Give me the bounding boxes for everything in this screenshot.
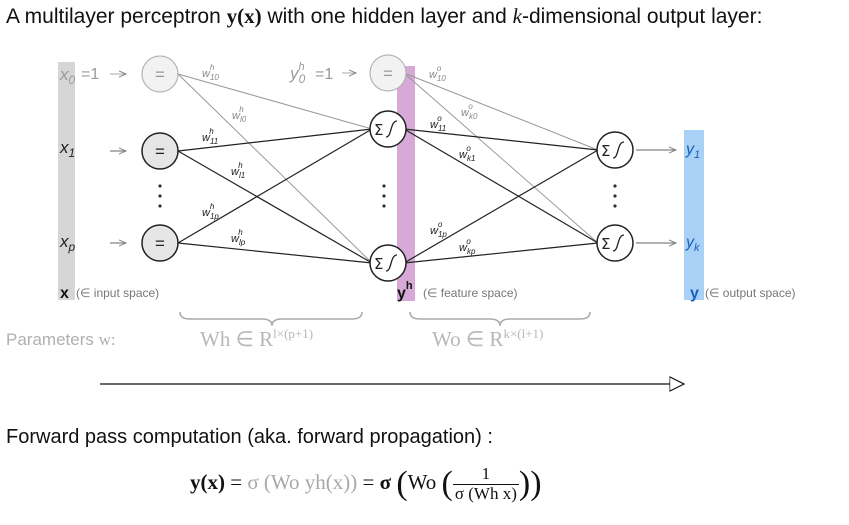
svg-text:=: = [383, 64, 393, 83]
formula-eq2: = [357, 470, 380, 494]
svg-text:Σ: Σ [601, 142, 610, 160]
hidden-weight-matrix: Wh ∈ Rl×(p+1) [200, 326, 313, 352]
output-node-k: Σ [596, 224, 634, 262]
formula-sigma: σ [379, 470, 392, 494]
svg-text:=: = [155, 142, 165, 161]
hidden-bias-node: = [369, 54, 407, 92]
title-k: k [512, 4, 522, 28]
diagram-title: A multilayer perceptron y(x) with one hi… [6, 4, 762, 29]
output-node-1: Σ [596, 131, 634, 169]
weight-w1po: w1po [430, 220, 447, 239]
hidden-weights-brace [179, 311, 363, 327]
mlp-diagram: = = = = Σ Σ Σ Σ x0 =1 [58, 54, 796, 420]
output-weight-matrix-exp: k×(l+1) [503, 326, 544, 341]
weight-wlph: wlph [231, 228, 246, 247]
hidden-space-label: (∈ feature space) [423, 286, 518, 300]
hidden-node-l: Σ [369, 244, 407, 282]
weight-w1ph: w1ph [202, 202, 219, 221]
input-x0-value: =1 [81, 66, 99, 83]
output-vector-label: y [690, 285, 699, 302]
weight-w11h: w11h [202, 127, 218, 146]
parameters-label: Parameters w: [6, 330, 116, 350]
svg-text:Σ: Σ [374, 121, 383, 139]
input-node-p: = [141, 224, 179, 262]
hidden-weight-matrix-exp: l×(p+1) [273, 326, 314, 341]
input-ellipsis [158, 184, 162, 208]
formula-middle: σ (Wo yh(x)) [247, 470, 358, 494]
title-function: y(x) [226, 4, 262, 28]
svg-text:=: = [155, 234, 165, 253]
output-weight-matrix-text: Wo ∈ R [432, 327, 504, 351]
formula-numerator: 1 [452, 464, 519, 485]
parameters-text: Parameters [6, 330, 99, 349]
input-space-label: (∈ input space) [76, 286, 159, 300]
svg-text:Σ: Σ [374, 255, 383, 273]
title-middle: with one hidden layer and [261, 5, 513, 28]
formula-lhs: y(x) [190, 470, 225, 494]
weight-wk1o: wk1o [459, 144, 475, 163]
weight-w11o: w11o [430, 114, 446, 133]
output-weight-matrix: Wo ∈ Rk×(l+1) [432, 326, 543, 352]
parameters-symbol: w: [98, 330, 116, 349]
weight-w10h: w10h [202, 63, 219, 82]
input-vector-label: x [60, 285, 69, 302]
output-weights-brace [409, 311, 591, 327]
hidden-node-1: Σ [369, 110, 407, 148]
hidden-ellipsis [382, 184, 386, 208]
output-space-label: (∈ output space) [705, 286, 796, 300]
svg-text:Σ: Σ [601, 235, 610, 253]
weight-wkpo: wkpo [459, 237, 476, 256]
hidden-y0-value: =1 [315, 66, 333, 83]
formula-denominator: σ (Wh x) [454, 483, 517, 503]
input-node-1: = [141, 132, 179, 170]
formula-eq1: = [225, 470, 248, 494]
title-prefix: A multilayer perceptron [6, 5, 227, 28]
weight-wl0h: wl0h [232, 105, 247, 124]
formula-wo: Wo [407, 470, 437, 494]
input-layer-bar [58, 62, 75, 300]
weight-w10o: w10o [429, 64, 446, 83]
input-bias-node: = [141, 55, 179, 93]
title-suffix: -dimensional output layer: [521, 5, 763, 28]
output-ellipsis [613, 184, 617, 208]
weight-wl1h: wl1h [231, 161, 245, 180]
svg-text:=: = [155, 65, 165, 84]
forward-pass-heading: Forward pass computation (aka. forward p… [6, 426, 493, 448]
hidden-weight-matrix-text: Wh ∈ R [200, 327, 274, 351]
weight-wk0o: wk0o [461, 102, 478, 121]
output-layer-bar [684, 130, 704, 300]
